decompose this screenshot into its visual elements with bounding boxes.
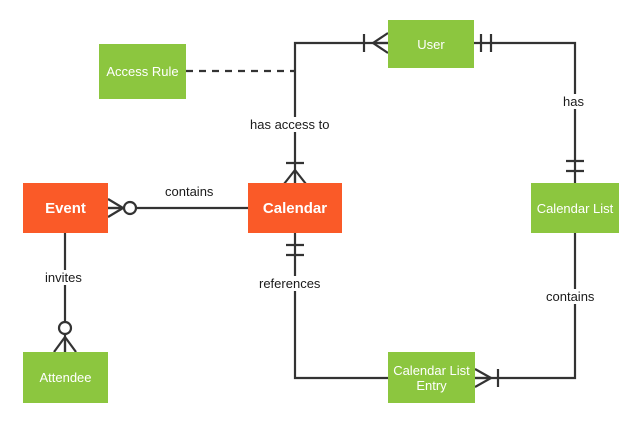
marker-zero-or-many-event-right (107, 198, 138, 218)
entity-user[interactable]: User (388, 20, 474, 68)
marker-one-or-many-entry-right (474, 368, 500, 388)
entity-label: Calendar List Entry (393, 363, 470, 393)
marker-exactly-one-user-right (479, 34, 493, 52)
edge-label-references: references (256, 276, 324, 291)
entity-label-line-1: Calendar List (393, 362, 470, 378)
entity-label: Access Rule (106, 64, 179, 79)
edge-label-contains-event-calendar: contains (162, 184, 217, 199)
entity-event[interactable]: Event (23, 183, 108, 233)
entity-label: Calendar List (536, 200, 614, 216)
marker-one-or-many-calendar-top (283, 161, 307, 185)
connector-user-calendar-list (474, 41, 577, 183)
entity-access-rule[interactable]: Access Rule (99, 44, 186, 99)
connector-calendar-entry (293, 233, 388, 380)
entity-calendar-list[interactable]: Calendar List (531, 183, 619, 233)
marker-zero-or-many-attendee-top (53, 320, 77, 353)
entity-attendee[interactable]: Attendee (23, 352, 108, 403)
marker-exactly-one-calendar-bottom (286, 243, 304, 257)
entity-label: Attendee (39, 370, 92, 385)
connector-calendar-list-entry (475, 233, 577, 380)
entity-calendar-list-entry[interactable]: Calendar List Entry (388, 352, 475, 403)
edge-label-invites: invites (42, 270, 85, 285)
entity-calendar[interactable]: Calendar (248, 183, 342, 233)
entity-label: Event (45, 199, 86, 217)
cardinality-marker-layer (53, 32, 584, 388)
marker-one-or-many-user-left (362, 32, 389, 54)
edge-label-has: has (560, 94, 587, 109)
connector-calendar-user (293, 41, 388, 183)
entity-label: User (417, 36, 445, 52)
marker-exactly-one-calendar-list-top (566, 159, 584, 173)
entity-label: Calendar (262, 199, 328, 217)
edge-label-has-access-to: has access to (247, 117, 333, 132)
entity-label-line-2: Entry (416, 377, 447, 393)
edge-label-contains-calendar-list: contains (543, 289, 598, 304)
